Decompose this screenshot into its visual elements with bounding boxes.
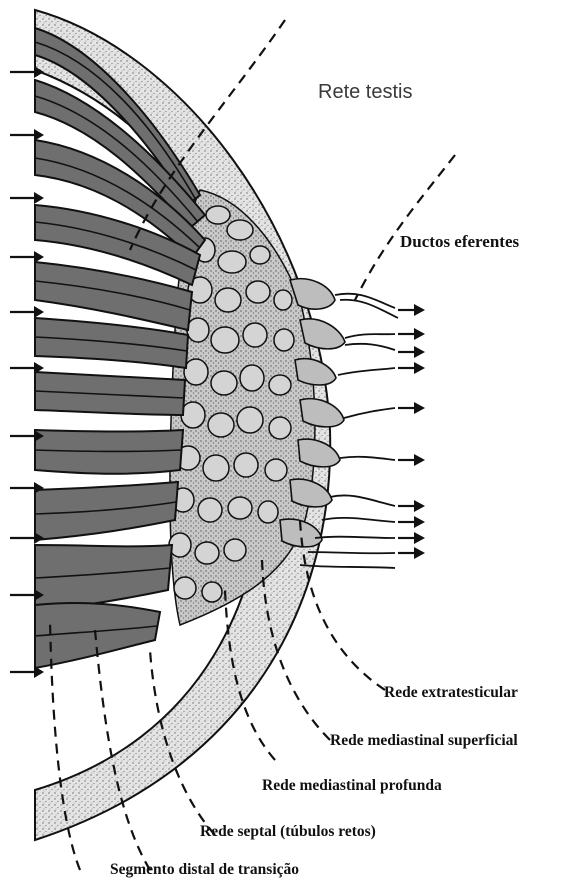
arrow-right-icon <box>398 547 425 559</box>
arrow-right-icon <box>398 500 425 512</box>
label-rete-testis: Rete testis <box>318 81 412 103</box>
leader-ductos-eferentes <box>355 155 455 300</box>
label-ductos-eferentes: Ductos eferentes <box>400 232 520 251</box>
label-rede-mediastinal-superficial: Rede mediastinal superficial <box>330 732 518 749</box>
arrow-right-icon <box>398 454 425 466</box>
label-rede-septal: Rede septal (túbulos retos) <box>200 823 376 840</box>
arrow-right-icon <box>398 328 425 340</box>
arrow-right-icon <box>398 346 425 358</box>
arrow-right-icon <box>10 192 44 204</box>
arrow-right-icon <box>398 516 425 528</box>
arrow-right-icon <box>10 251 44 263</box>
outflow-arrows <box>398 304 425 559</box>
arrow-right-icon <box>10 129 44 141</box>
arrow-right-icon <box>398 402 425 414</box>
arrow-right-icon <box>10 306 44 318</box>
label-rede-mediastinal-profunda: Rede mediastinal profunda <box>262 777 442 794</box>
arrow-right-icon <box>398 532 425 544</box>
arrow-right-icon <box>398 362 425 374</box>
label-segmento-distal: Segmento distal de transição <box>110 861 299 878</box>
arrow-right-icon <box>398 304 425 316</box>
label-rede-extratesticular: Rede extratesticular <box>384 684 518 701</box>
